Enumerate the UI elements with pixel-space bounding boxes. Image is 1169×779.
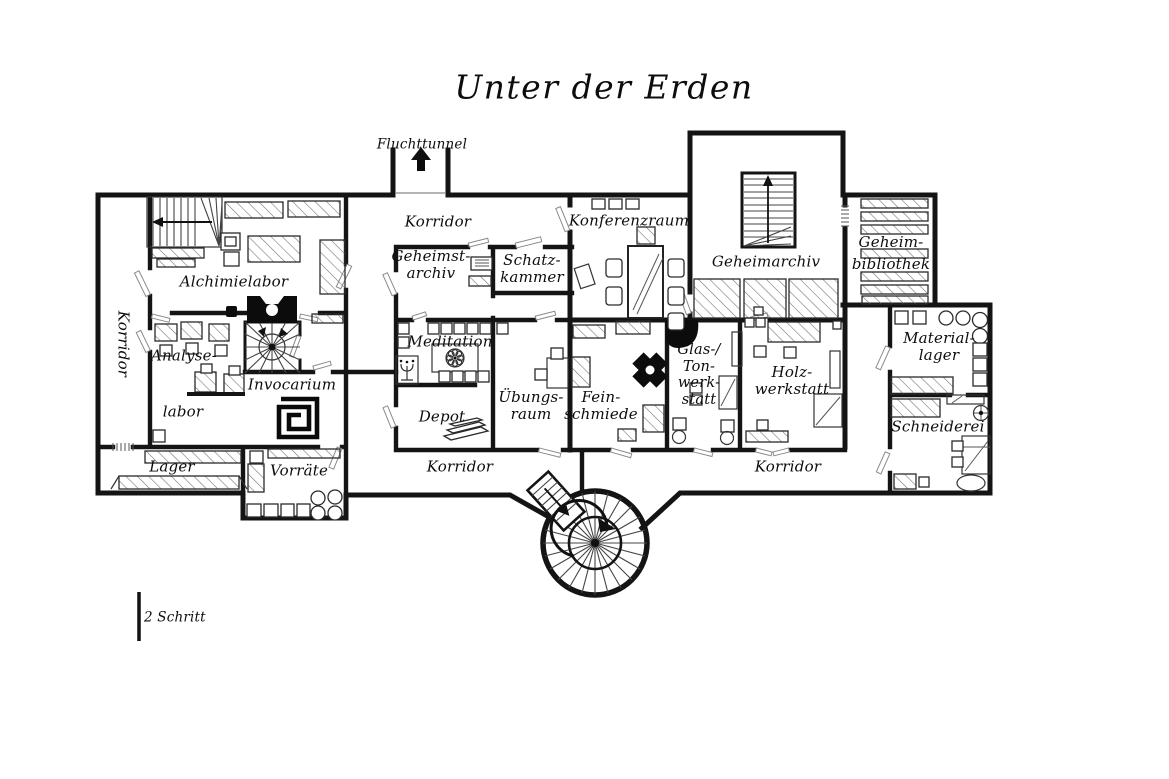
label-holzwerkstatt: Holz- werkstatt — [755, 364, 830, 398]
label-geheimarchiv: Geheimarchiv — [711, 252, 821, 271]
stairs-top-left — [146, 196, 223, 248]
label-glastonwerkstatt-4: statt — [681, 391, 717, 408]
label-fluchttunnel: Fluchttunnel — [376, 136, 468, 153]
label-depot: Depot — [418, 407, 466, 426]
holzwerkstatt-furniture — [744, 317, 843, 443]
materiallager-furniture — [890, 310, 989, 395]
spiral-staircase-main — [525, 469, 650, 598]
label-holzwerkstatt-2: werkstatt — [754, 380, 830, 398]
label-uebungsraum: Übungs- raum — [498, 389, 563, 423]
label-glastonwerkstatt: Glas-/ Ton- werk- statt — [677, 342, 720, 408]
uebungsraum-furniture — [496, 322, 569, 389]
label-alchimielabor: Alchimielabor — [179, 272, 289, 291]
candelabra-icon — [395, 355, 419, 385]
label-konferenzraum: Konferenzraum — [568, 211, 690, 230]
label-schatzkammer: Schatz- kammer — [500, 252, 564, 286]
interior-walls — [95, 192, 993, 521]
vorraete-furniture — [246, 448, 343, 521]
label-materiallager-1: Material- — [903, 329, 975, 347]
label-meditation: Meditation — [407, 332, 493, 351]
analyselabor-furniture — [152, 321, 245, 443]
label-materiallager-2: lager — [918, 346, 960, 364]
invocarium-maze-icon — [276, 396, 320, 440]
label-schatzkammer-2: kammer — [500, 268, 564, 286]
meditation-furniture — [397, 322, 492, 383]
label-schneiderei: Schneiderei — [891, 417, 985, 436]
feinschmiede-furniture — [571, 320, 665, 442]
konferenzraum-furniture — [573, 198, 685, 331]
alchimielabor-furniture — [151, 200, 346, 324]
label-geheimstarchiv-1: Geheimst- — [391, 247, 471, 265]
label-feinschmiede: Fein- schmiede — [564, 389, 638, 423]
label-geheimstarchiv-2: archiv — [406, 264, 456, 282]
scale-label: 2 Schritt — [144, 609, 206, 626]
escape-tunnel-arrow-icon — [411, 147, 431, 171]
label-glastonwerkstatt-1: Glas-/ — [677, 342, 721, 358]
label-korridor-top: Korridor — [404, 212, 472, 231]
label-lager: Lager — [149, 457, 195, 476]
label-analyselabor-1: Analyse- — [151, 346, 217, 365]
label-uebungsraum-1: Übungs- — [498, 388, 564, 406]
sack-icon — [226, 306, 237, 317]
schneiderei-furniture — [890, 394, 991, 492]
label-geheimbibliothek-1: Geheim- — [858, 233, 924, 251]
label-schatzkammer-1: Schatz- — [503, 251, 561, 269]
label-glastonwerkstatt-2: Ton- — [682, 358, 716, 375]
label-vorraete: Vorräte — [269, 461, 329, 480]
page-title: Unter der Erden — [454, 67, 754, 107]
stairs-geheimarchiv — [740, 171, 797, 249]
spiral-staircase-small — [244, 321, 301, 374]
label-analyselabor-2: labor — [162, 402, 204, 421]
glastonwerkstatt-furniture — [671, 331, 743, 446]
label-korridor-left: Korridor — [114, 310, 133, 378]
label-uebungsraum-2: raum — [510, 405, 552, 423]
lager-furniture — [110, 450, 248, 490]
label-materiallager: Material- lager — [903, 330, 975, 364]
geheimbibliothek-shelves — [860, 198, 929, 305]
furnace-icon — [247, 296, 297, 323]
geheimstarchiv-furniture — [468, 256, 493, 287]
label-geheimbibliothek-2: bibliothek — [851, 255, 931, 273]
label-geheimstarchiv: Geheimst- archiv — [391, 248, 470, 282]
label-korridor-bottom-left: Korridor — [426, 457, 494, 476]
label-holzwerkstatt-1: Holz- — [771, 363, 813, 381]
label-geheimbibliothek: Geheim- bibliothek — [852, 231, 930, 275]
label-invocarium: Invocarium — [247, 375, 337, 394]
label-feinschmiede-2: schmiede — [564, 405, 638, 423]
depot-furniture — [442, 417, 490, 441]
label-korridor-bottom-right: Korridor — [754, 457, 822, 476]
forge-icon — [632, 352, 668, 388]
geheimarchiv-furniture — [693, 278, 839, 319]
label-feinschmiede-1: Fein- — [581, 388, 621, 406]
exterior-walls — [95, 130, 993, 532]
label-glastonwerkstatt-3: werk- — [677, 375, 721, 391]
